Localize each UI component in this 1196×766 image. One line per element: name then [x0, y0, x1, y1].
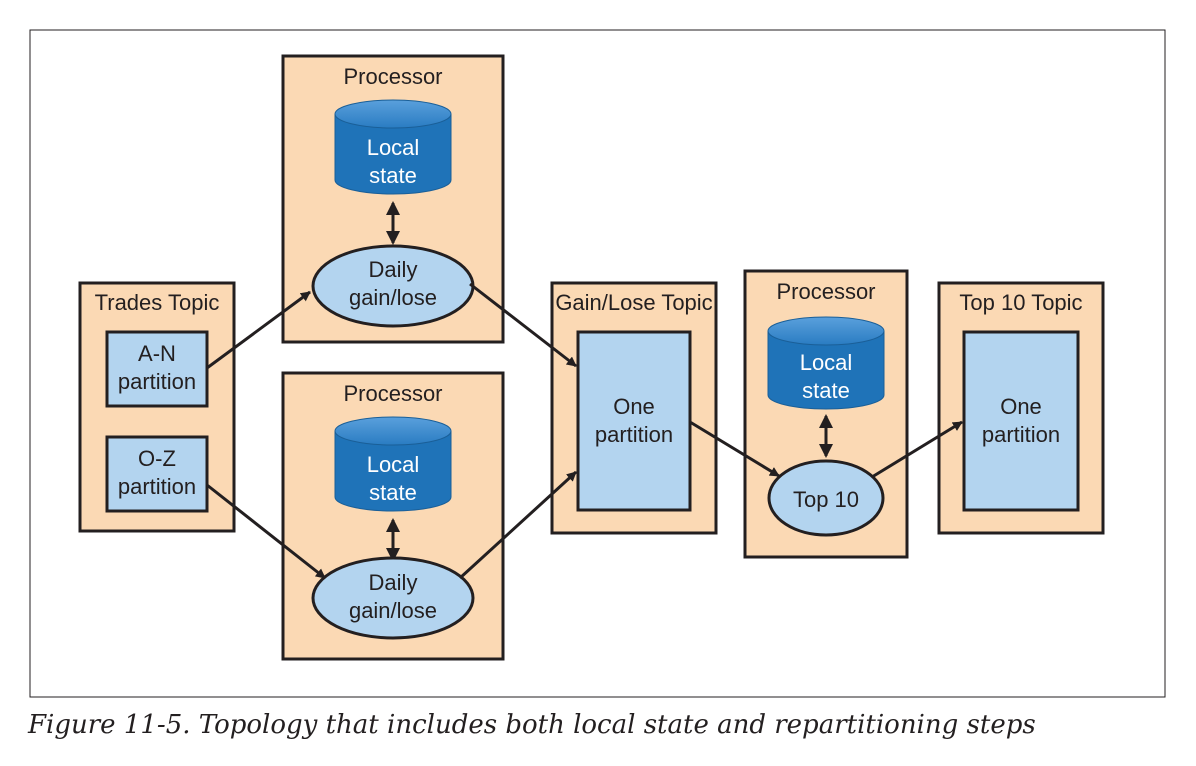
- processor-top-title: Processor: [343, 64, 442, 89]
- processor-top-store-line2: state: [369, 163, 417, 188]
- trades-topic: Trades Topic A-N partition O-Z partition: [78, 281, 236, 533]
- processor-bottom-store-line2: state: [369, 480, 417, 505]
- gain-lose-topic-title: Gain/Lose Topic: [555, 290, 712, 315]
- top10-partition-line2: partition: [982, 422, 1060, 447]
- database-icon: [334, 416, 452, 512]
- partition-a-n-line2: partition: [118, 369, 196, 394]
- partition-o-z: [105, 435, 209, 513]
- processor-top10-title: Processor: [776, 279, 875, 304]
- processor-top: Processor Local state Daily gain/lose: [281, 54, 505, 344]
- gain-lose-topic: Gain/Lose Topic One partition: [550, 281, 718, 535]
- daily-gain-lose-op-bottom: [311, 556, 475, 640]
- arrow-processor-bottom-to-gain-lose: [458, 470, 578, 580]
- partition-o-z-line1: O-Z: [138, 446, 176, 471]
- processor-top10: Processor Local state Top 10: [743, 269, 909, 559]
- arrow-an-to-processor-top: [206, 290, 311, 370]
- partition-a-n: [105, 330, 209, 408]
- figure-caption: Figure 11-5. Topology that includes both…: [27, 710, 1036, 740]
- database-icon: [767, 316, 885, 410]
- processor-bottom-op-line1: Daily: [369, 570, 418, 595]
- processor-top10-store-line2: state: [802, 378, 850, 403]
- processor-bottom-title: Processor: [343, 381, 442, 406]
- top10-partition-line1: One: [1000, 394, 1042, 419]
- processor-bottom-store-line1: Local: [367, 452, 420, 477]
- arrow-processor-top-to-gain-lose: [469, 282, 577, 368]
- top10-partition: [962, 330, 1080, 512]
- partition-o-z-line2: partition: [118, 474, 196, 499]
- processor-top-op-line2: gain/lose: [349, 285, 437, 310]
- top10-op: [767, 459, 885, 537]
- arrow-top10-to-topic: [871, 420, 963, 479]
- trades-topic-title: Trades Topic: [95, 290, 220, 315]
- top10-topic: Top 10 Topic One partition: [937, 281, 1105, 535]
- gain-lose-partition: [576, 330, 692, 512]
- arrow-gain-lose-to-top10: [689, 420, 780, 478]
- processor-top10-op-label: Top 10: [793, 487, 859, 512]
- processor-bottom-op-line2: gain/lose: [349, 598, 437, 623]
- processor-top10-store-line1: Local: [800, 350, 853, 375]
- processor-bottom: Processor Local state Daily gain/lose: [281, 371, 505, 661]
- processor-top-op-line1: Daily: [369, 257, 418, 282]
- partition-a-n-line1: A-N: [138, 341, 176, 366]
- top10-topic-title: Top 10 Topic: [959, 290, 1082, 315]
- gain-lose-partition-line2: partition: [595, 422, 673, 447]
- arrow-oz-to-processor-bottom: [206, 483, 326, 580]
- processor-top-store-line1: Local: [367, 135, 420, 160]
- database-icon: [334, 99, 452, 195]
- gain-lose-partition-line1: One: [613, 394, 655, 419]
